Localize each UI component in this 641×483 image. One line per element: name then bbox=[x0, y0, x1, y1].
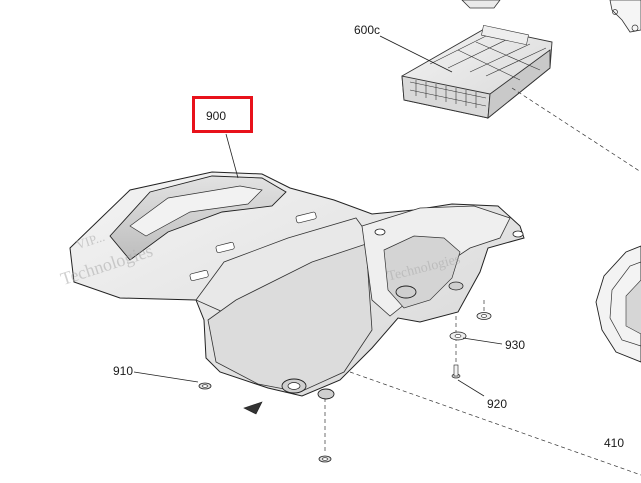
highlight-box bbox=[192, 96, 253, 133]
callout-600c: 600c bbox=[354, 23, 381, 37]
callout-910: 910 bbox=[113, 364, 134, 378]
screw-920 bbox=[451, 364, 461, 379]
callout-900: 900 bbox=[206, 109, 227, 123]
callout-920: 920 bbox=[487, 397, 508, 411]
callout-leaders bbox=[133, 35, 503, 397]
callout-930: 930 bbox=[505, 338, 526, 352]
washer-930 bbox=[449, 312, 492, 341]
callout-410: 410 bbox=[604, 436, 625, 450]
skid-plate-part-900 bbox=[69, 171, 525, 415]
grille-part-600c bbox=[401, 24, 553, 120]
top-partial-part bbox=[461, 0, 641, 33]
part-410-partial bbox=[595, 245, 641, 363]
fastener-910 bbox=[198, 382, 332, 463]
